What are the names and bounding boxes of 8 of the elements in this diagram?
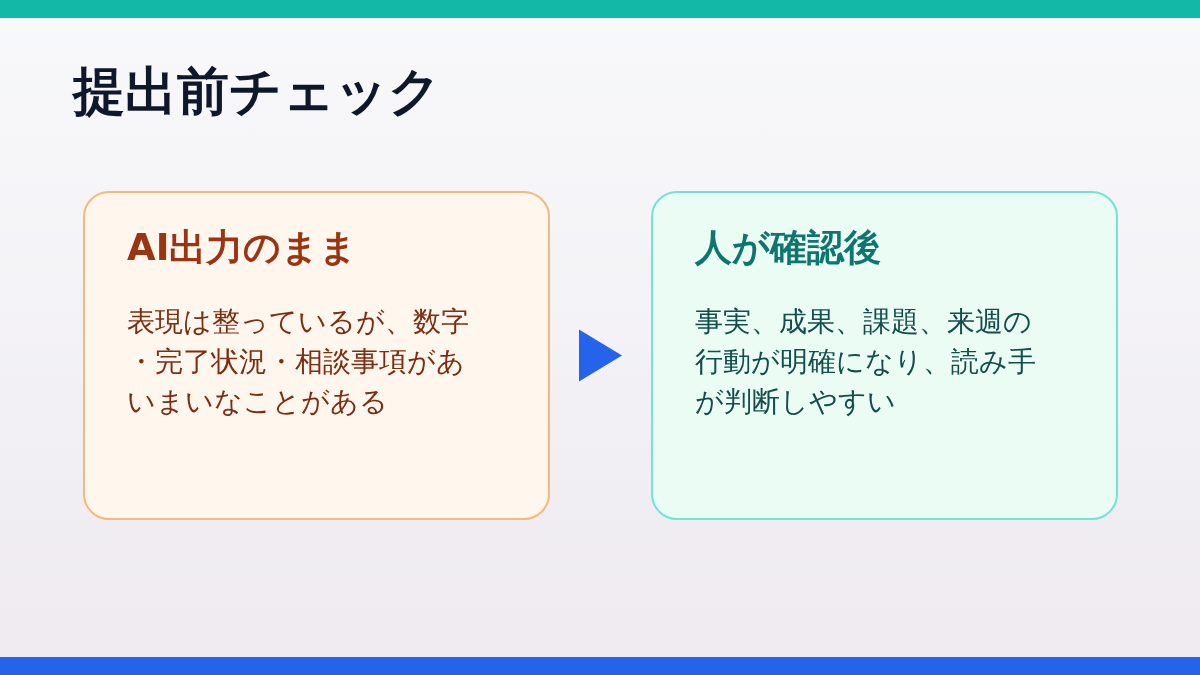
slide-title: 提出前チェック (73, 60, 441, 123)
card-description: 事実、成果、課題、来週の行動が明確になり、読み手が判断しやすい (695, 304, 1037, 420)
comparison-card (651, 191, 1118, 520)
card-heading: 人が確認後 (695, 226, 881, 271)
comparison-card (83, 191, 550, 520)
card-heading: AI出力のまま (127, 226, 358, 271)
arrow (579, 329, 622, 382)
card-description: 表現は整っているが、数字・完了状況・相談事項があいまいなことがある (127, 304, 470, 420)
